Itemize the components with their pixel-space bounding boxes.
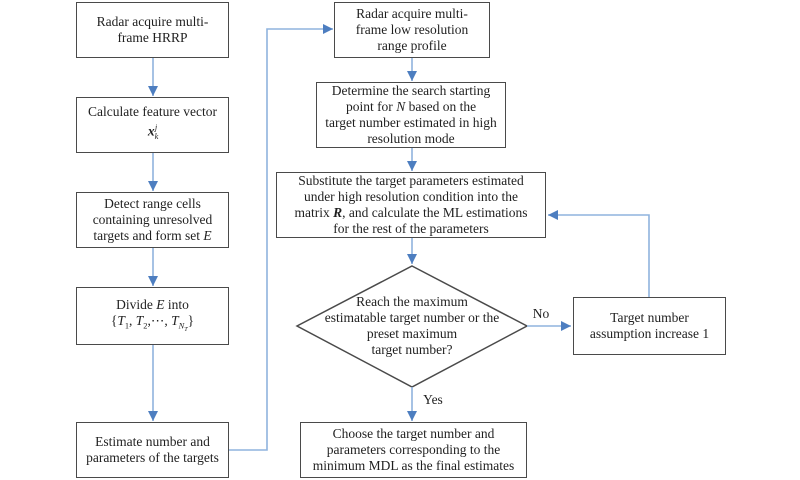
node-divide-set-e: Divide E into{T1, T2,⋯, TNT} bbox=[76, 287, 229, 345]
connector-increase-to-substitute bbox=[548, 210, 650, 297]
node-radar-acquire-hrrp: Radar acquire multi-frame HRRP bbox=[76, 2, 229, 58]
label-no: No bbox=[532, 306, 550, 321]
label-yes: Yes bbox=[423, 392, 443, 407]
node-substitute-ml-estimation: Substitute the target parameters estimat… bbox=[276, 172, 546, 238]
connector-estimate-to-lowres bbox=[229, 24, 333, 451]
node-radar-acquire-low-resolution: Radar acquire multi-frame low resolution… bbox=[334, 2, 490, 58]
